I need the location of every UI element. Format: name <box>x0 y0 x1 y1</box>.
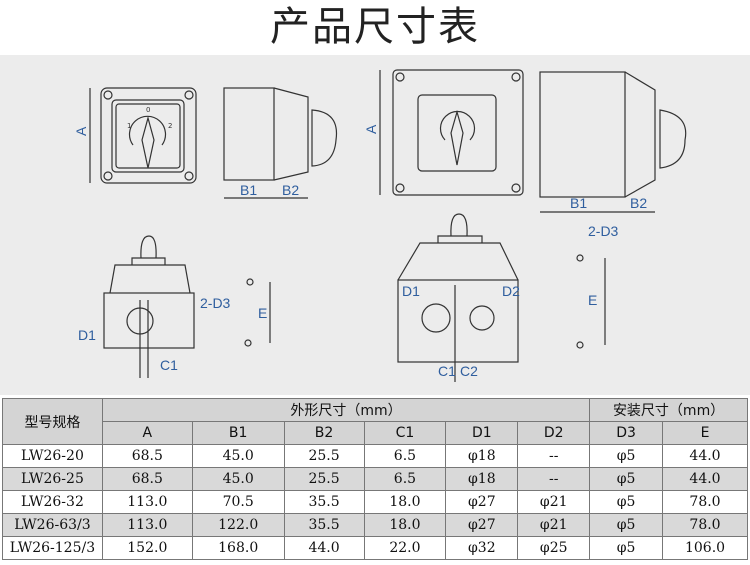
label-e: E <box>258 305 267 321</box>
value-cell: 106.0 <box>662 536 748 560</box>
value-cell: 68.5 <box>101 444 193 468</box>
model-cell: LW26-20 <box>2 444 103 468</box>
label-b1: B1 <box>240 182 257 198</box>
label-c1-large: C1 <box>438 363 456 379</box>
value-cell: 78.0 <box>662 513 748 537</box>
value-cell: 113.0 <box>101 513 193 537</box>
value-cell: 168.0 <box>191 536 285 560</box>
model-cell: LW26-25 <box>2 467 103 491</box>
pos-1-label: 1 <box>127 122 131 130</box>
model-cell: LW26-32 <box>2 490 103 514</box>
value-cell: 22.0 <box>363 536 447 560</box>
value-cell: 18.0 <box>363 513 447 537</box>
value-cell: 45.0 <box>191 467 285 491</box>
small-side-view: B1 B2 <box>223 87 338 199</box>
value-cell: 68.5 <box>101 467 193 491</box>
small-front-view: A 1 0 2 <box>73 87 197 184</box>
label-b2-large: B2 <box>630 195 647 211</box>
label-b2: B2 <box>282 182 299 198</box>
pos-2-label: 2 <box>168 122 172 130</box>
value-cell: φ5 <box>589 513 664 537</box>
value-cell: φ21 <box>517 513 591 537</box>
label-b1-large: B1 <box>570 195 587 211</box>
label-c2-large: C2 <box>460 363 478 379</box>
small-bottom-view: D1 C1 2-D3 E <box>78 235 271 378</box>
label-d2-large: D2 <box>502 283 520 299</box>
label-a: A <box>73 126 89 136</box>
page-title: 产品尺寸表 <box>270 4 480 50</box>
large-front-view: A <box>363 69 524 196</box>
value-cell: 113.0 <box>101 490 193 514</box>
value-cell: 44.0 <box>662 467 748 491</box>
large-side-view: B1 B2 <box>539 71 687 213</box>
value-cell: 35.5 <box>283 490 365 514</box>
value-cell: φ21 <box>517 490 591 514</box>
model-header: 型号规格 <box>2 398 103 445</box>
value-cell: -- <box>517 467 591 491</box>
label-2-d3-large: 2-D3 <box>588 223 619 239</box>
value-cell: 35.5 <box>283 513 365 537</box>
install-dimensions-header: 安装尺寸（mm） <box>589 398 748 422</box>
value-cell: 6.5 <box>363 444 447 468</box>
value-cell: 25.5 <box>283 444 365 468</box>
column-header: B2 <box>283 421 365 445</box>
value-cell: 44.0 <box>283 536 365 560</box>
model-cell: LW26-125/3 <box>2 536 103 560</box>
value-cell: 6.5 <box>363 467 447 491</box>
label-2-d3: 2-D3 <box>200 295 231 311</box>
column-header: D2 <box>517 421 591 445</box>
value-cell: 25.5 <box>283 467 365 491</box>
value-cell: 45.0 <box>191 444 285 468</box>
value-cell: φ5 <box>589 444 664 468</box>
value-cell: φ27 <box>445 513 519 537</box>
column-header: D1 <box>445 421 519 445</box>
value-cell: φ18 <box>445 467 519 491</box>
value-cell: 70.5 <box>191 490 285 514</box>
value-cell: φ5 <box>589 536 664 560</box>
column-header: D3 <box>589 421 664 445</box>
column-header: C1 <box>363 421 447 445</box>
value-cell: 18.0 <box>363 490 447 514</box>
label-d1-large: D1 <box>402 283 420 299</box>
value-cell: φ32 <box>445 536 519 560</box>
value-cell: φ18 <box>445 444 519 468</box>
label-a-large: A <box>363 124 379 134</box>
column-header: E <box>662 421 748 445</box>
label-e-large: E <box>588 292 597 308</box>
column-header: A <box>101 421 193 445</box>
value-cell: -- <box>517 444 591 468</box>
model-cell: LW26-63/3 <box>2 513 103 537</box>
technical-drawings: A 1 0 2 B1 B2 D1 C1 2-D3 E A B1 B2 D1 D2… <box>73 69 687 382</box>
value-cell: φ25 <box>517 536 591 560</box>
value-cell: 152.0 <box>101 536 193 560</box>
value-cell: φ27 <box>445 490 519 514</box>
pos-0-label: 0 <box>146 106 150 114</box>
label-c1: C1 <box>160 357 178 373</box>
outer-dimensions-header: 外形尺寸（mm） <box>101 398 591 422</box>
value-cell: 44.0 <box>662 444 748 468</box>
value-cell: 122.0 <box>191 513 285 537</box>
value-cell: φ5 <box>589 467 664 491</box>
value-cell: 78.0 <box>662 490 748 514</box>
label-d1: D1 <box>78 327 96 343</box>
large-bottom-view: D1 D2 C1 C2 2-D3 E <box>397 213 619 382</box>
value-cell: φ5 <box>589 490 664 514</box>
column-header: B1 <box>191 421 285 445</box>
